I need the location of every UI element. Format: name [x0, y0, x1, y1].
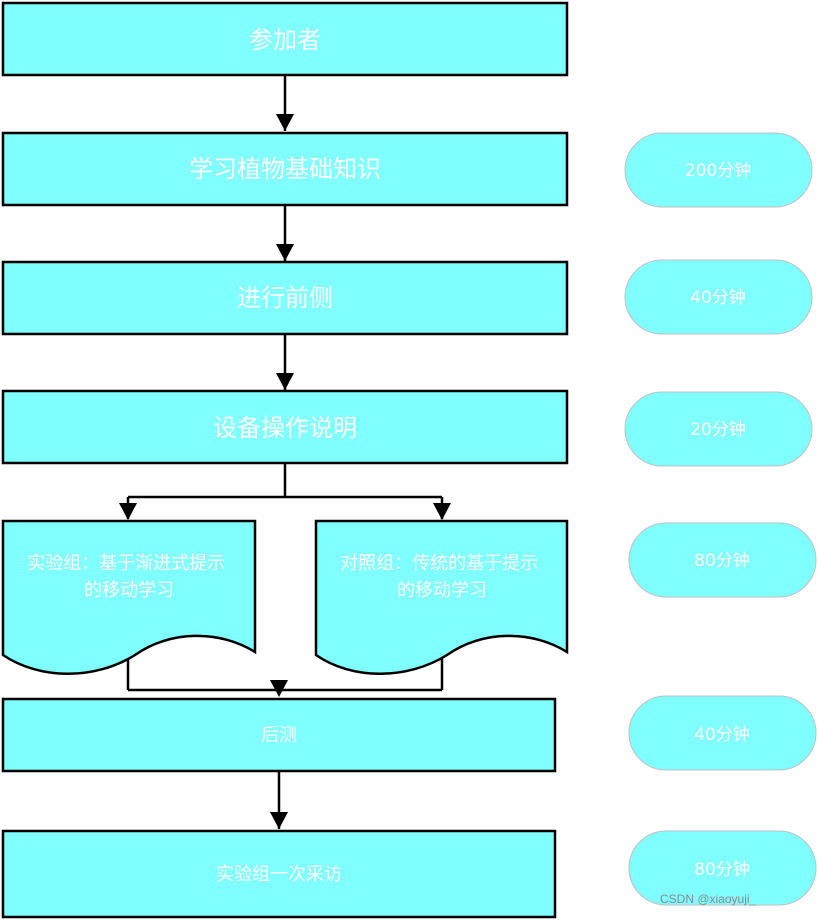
step-participants: 参加者: [1, 1, 569, 77]
connectors: [119, 75, 451, 829]
arrowhead: [119, 503, 137, 520]
step-pretest-label: 进行前侧: [237, 284, 333, 312]
step-interview-label: 实验组一次采访: [216, 864, 342, 885]
duration-pretest-label: 40分钟: [690, 288, 746, 308]
arrowhead: [270, 680, 288, 697]
arrowhead: [270, 812, 288, 829]
experimental-group-line2: 的移动学习: [84, 580, 174, 601]
step-control-group: 对照组：传统的基于提示 的移动学习: [314, 519, 569, 675]
step-learn-basics: 学习植物基础知识: [1, 131, 569, 207]
step-participants-label: 参加者: [249, 26, 321, 54]
experimental-group-line1: 实验组：基于渐进式提示: [27, 553, 225, 574]
experimental-group-label: 实验组：基于渐进式提示 的移动学习: [27, 553, 231, 601]
duration-grouped-learning-label: 80分钟: [694, 551, 750, 571]
arrowhead: [276, 114, 294, 131]
step-posttest-label: 后测: [261, 725, 297, 746]
control-group-line2: 的移动学习: [397, 580, 487, 601]
duration-device-instructions: 20分钟: [624, 391, 813, 467]
step-learn-basics-label: 学习植物基础知识: [189, 155, 381, 183]
duration-interview: 80分钟: [628, 830, 817, 906]
arrowhead: [276, 244, 294, 261]
step-interview: 实验组一次采访: [1, 829, 557, 919]
control-group-label: 对照组：传统的基于提示 的移动学习: [340, 553, 544, 601]
step-device-instructions-label: 设备操作说明: [213, 414, 357, 442]
duration-pretest: 40分钟: [624, 259, 813, 335]
duration-learn-basics-label: 200分钟: [685, 161, 751, 181]
duration-posttest: 40分钟: [628, 695, 817, 771]
control-group-line1: 对照组：传统的基于提示: [340, 553, 538, 574]
duration-learn-basics: 200分钟: [624, 132, 813, 208]
arrowhead: [433, 503, 451, 520]
watermark: CSDN @xiaoyuji_: [660, 892, 757, 906]
duration-interview-label: 80分钟: [694, 860, 750, 880]
step-posttest: 后测: [1, 697, 557, 773]
arrowhead: [276, 373, 294, 390]
step-device-instructions: 设备操作说明: [1, 389, 569, 465]
duration-grouped-learning: 80分钟: [628, 522, 817, 598]
duration-device-instructions-label: 20分钟: [690, 420, 746, 440]
duration-posttest-label: 40分钟: [694, 725, 750, 745]
step-pretest: 进行前侧: [1, 260, 569, 336]
step-experimental-group: 实验组：基于渐进式提示 的移动学习: [1, 519, 257, 675]
